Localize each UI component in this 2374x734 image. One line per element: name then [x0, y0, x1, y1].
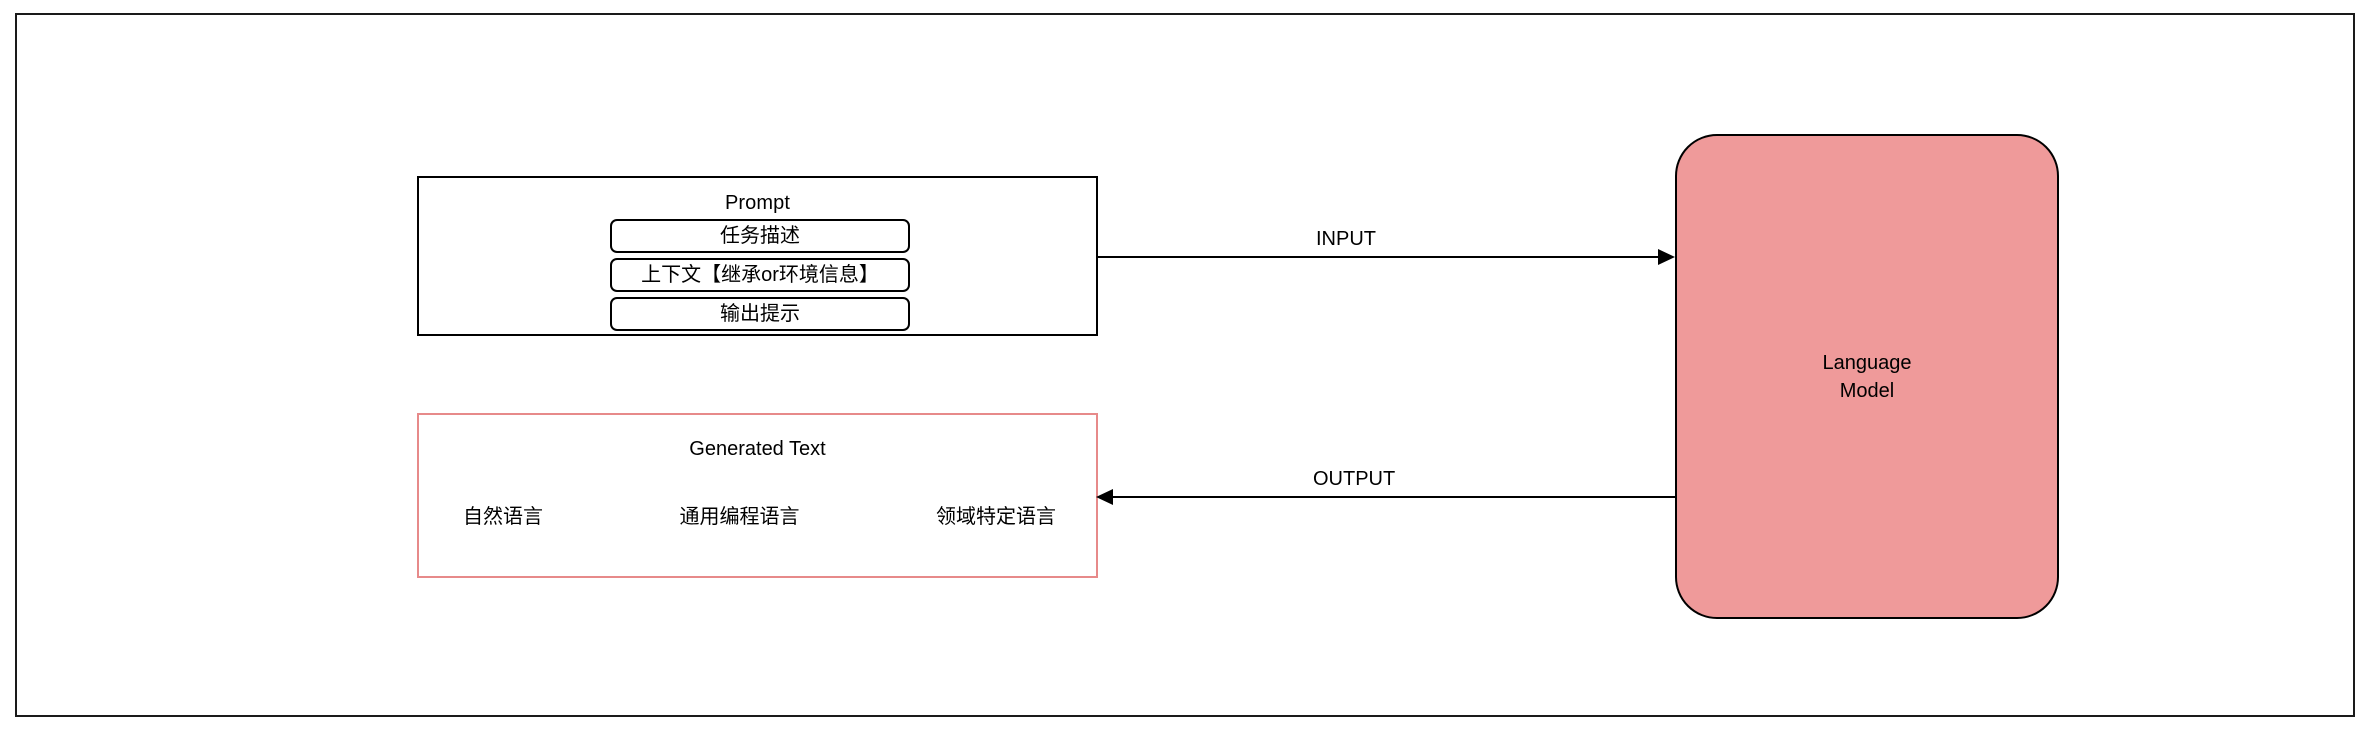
output-connector-label: OUTPUT	[1313, 468, 1396, 490]
prompt-row-task-description[interactable]: 任务描述	[610, 219, 910, 253]
prompt-row-list: 任务描述 上下文【继承or环境信息】 输出提示	[610, 219, 910, 331]
prompt-row-output-hint[interactable]: 输出提示	[610, 297, 910, 331]
prompt-row-context[interactable]: 上下文【继承or环境信息】	[610, 258, 910, 292]
prompt-title: Prompt	[724, 192, 791, 214]
generated-language-domain-specific: 领域特定语言	[936, 506, 1056, 528]
input-arrowhead-icon	[1658, 249, 1675, 265]
language-model-box[interactable]: Language Model	[1675, 134, 2059, 619]
generated-language-list: 自然语言 通用编程语言 领域特定语言	[463, 505, 1056, 529]
input-connector-label: INPUT	[1316, 228, 1376, 250]
generated-language-general-purpose: 通用编程语言	[679, 506, 800, 528]
generated-language-natural: 自然语言	[463, 506, 543, 528]
output-arrow-line	[1110, 496, 1675, 498]
output-arrowhead-icon	[1096, 489, 1113, 505]
generated-text-box[interactable]: Generated Text 自然语言 通用编程语言 领域特定语言	[417, 413, 1098, 578]
prompt-box[interactable]: Prompt 任务描述 上下文【继承or环境信息】 输出提示	[417, 176, 1098, 336]
input-arrow-line	[1097, 256, 1659, 258]
generated-text-title: Generated Text	[689, 438, 826, 460]
language-model-label: Language Model	[1822, 351, 1912, 402]
